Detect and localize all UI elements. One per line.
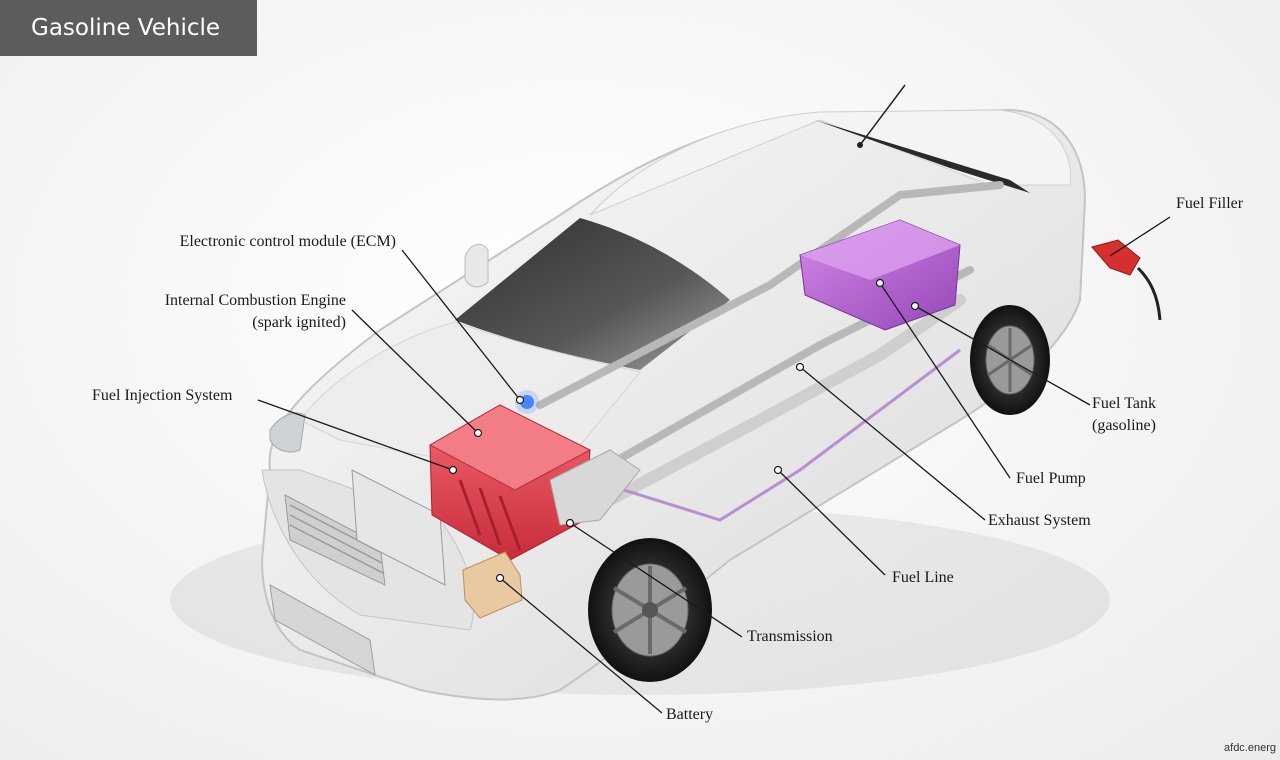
headlight	[269, 412, 306, 453]
label-engine-line1: Internal Combustion Engine	[164, 292, 346, 309]
engine-block	[428, 404, 592, 561]
label-exhaust-system: Exhaust System	[988, 512, 1091, 529]
label-fuel-filler: Fuel Filler	[1176, 195, 1244, 212]
battery-box	[462, 551, 523, 619]
label-fuel-line: Fuel Line	[892, 569, 954, 586]
label-fuel-tank-line1: Fuel Tank	[1092, 395, 1156, 412]
roof	[589, 109, 1072, 216]
rear-window	[815, 120, 1030, 193]
radiator	[351, 469, 446, 586]
label-transmission: Transmission	[747, 628, 833, 645]
windshield	[455, 218, 730, 370]
label-fuel-tank: Fuel Tank (gasoline)	[1092, 393, 1156, 437]
fuel-tank	[799, 219, 961, 331]
label-fuel-pump: Fuel Pump	[1016, 470, 1086, 487]
label-ecm: Electronic control module (ECM)	[179, 233, 396, 250]
lower-intake	[269, 584, 376, 676]
front-wheel	[588, 538, 712, 682]
label-fuel-injection-system: Fuel Injection System	[92, 387, 233, 404]
fuel-nozzle	[1091, 239, 1162, 321]
transmission-housing	[549, 449, 641, 526]
side-mirror	[464, 243, 489, 288]
exhaust-pipe	[604, 294, 966, 506]
grille	[284, 494, 386, 586]
callout-dots	[448, 278, 920, 583]
label-engine-line2: (spark ignited)	[252, 314, 346, 331]
label-internal-combustion-engine: Internal Combustion Engine (spark ignite…	[165, 290, 346, 334]
label-fuel-tank-line2: (gasoline)	[1092, 417, 1156, 434]
source-credit: afdc.energ	[1224, 742, 1276, 754]
fuel-line-pipe	[559, 348, 961, 522]
label-battery: Battery	[666, 706, 714, 723]
callout-lines	[257, 216, 1171, 714]
diagram-title: Gasoline Vehicle	[0, 0, 257, 56]
